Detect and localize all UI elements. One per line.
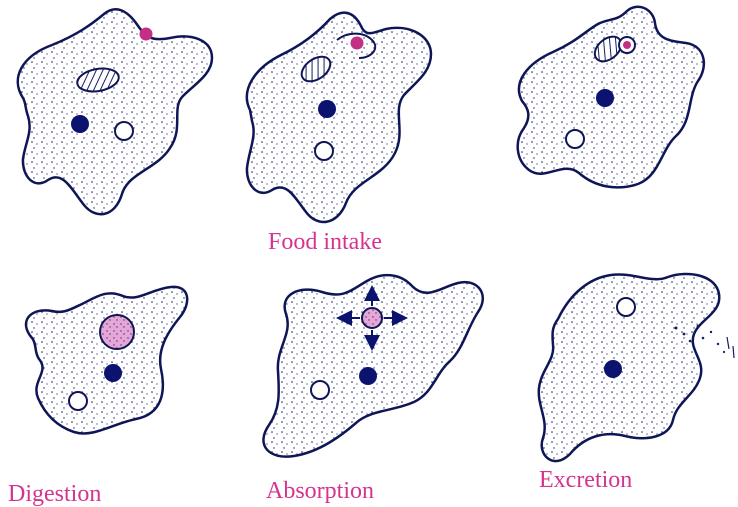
label-absorption: Absorption — [266, 479, 374, 503]
contractile-vacuole — [617, 298, 635, 316]
nucleus — [104, 364, 122, 382]
contractile-vacuole — [311, 381, 329, 399]
amoeba-enclosed-food — [518, 7, 704, 188]
food-vacuole-digesting — [100, 315, 134, 349]
amoeba-excretion — [539, 274, 734, 461]
nucleus — [71, 115, 89, 133]
nucleus — [596, 89, 614, 107]
contractile-vacuole — [315, 142, 333, 160]
amoeba-membrane — [247, 13, 431, 222]
label-food-intake: Food intake — [268, 230, 382, 254]
amoeba-membrane — [263, 275, 482, 457]
food-particle — [140, 28, 153, 41]
food-vacuole-absorbing — [362, 308, 382, 328]
contractile-vacuole — [566, 130, 584, 148]
amoeba-engulfing — [247, 13, 431, 222]
nucleus — [604, 360, 622, 378]
nucleus — [318, 100, 336, 118]
contractile-vacuole — [115, 122, 133, 140]
food-particle — [351, 37, 364, 50]
label-excretion: Excretion — [539, 468, 632, 492]
excretion-pore-marks — [727, 337, 734, 358]
food-particle — [623, 41, 631, 49]
amoeba-membrane — [18, 9, 212, 214]
nucleus — [359, 367, 377, 385]
amoeba-approach — [18, 9, 212, 214]
amoeba-digestion — [26, 287, 187, 434]
label-digestion: Digestion — [8, 482, 101, 506]
amoeba-absorption — [263, 275, 482, 457]
contractile-vacuole — [69, 392, 87, 410]
amoeba-membrane — [26, 287, 187, 434]
